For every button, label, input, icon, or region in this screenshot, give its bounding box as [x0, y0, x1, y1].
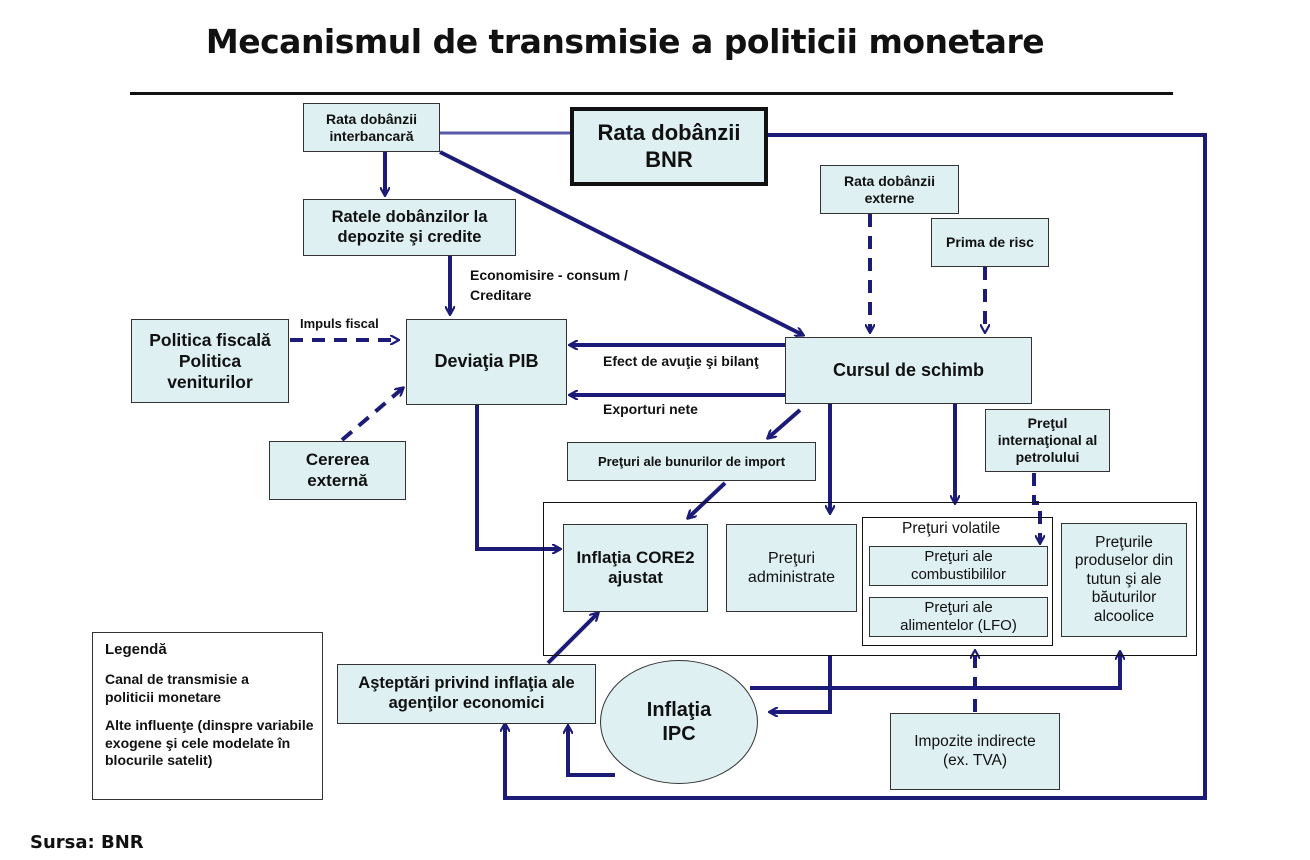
deposit-credit-rates-label: Ratele dobânzilor la depozite şi credite [331, 207, 488, 246]
cpi-inflation-label: Inflaţia IPC [646, 699, 712, 745]
label-savings-consumption: Economisire - consum / Creditare [470, 266, 660, 305]
arrow-interbank-to-exchange [439, 150, 803, 335]
core2-inflation-box: Inflaţia CORE2 ajustat [563, 524, 708, 612]
arrow-oil-to-fuel [1032, 473, 1040, 543]
fuel-prices-label: Preţuri ale combustibililor [910, 548, 1007, 583]
arrow-expectations-to-core2 [546, 613, 598, 665]
source-note: Sursa: BNR [30, 832, 144, 853]
exchange-rate-label: Cursul de schimb [832, 359, 985, 380]
inflation-expectations-box: Aşteptări privind inflaţia ale agenţilor… [337, 664, 596, 724]
core2-inflation-label: Inflaţia CORE2 ajustat [576, 547, 695, 587]
diagram-title: Mecanismul de transmisie a politicii mon… [205, 22, 1045, 61]
oil-price-label: Preţul internaţional al petrolului [997, 415, 1098, 465]
arrow-demand-to-gdp [340, 388, 403, 442]
savings-consumption-text: Economisire - consum / Creditare [470, 267, 628, 303]
arrow-import-to-core2 [688, 481, 727, 518]
legend-title: Legendă [105, 641, 167, 658]
legend-other-influences: Alte influenţe (dinspre variabile exogen… [105, 717, 314, 768]
food-prices-box: Preţuri ale alimentelor (LFO) [869, 597, 1048, 637]
prices-frame [543, 502, 1197, 656]
foreign-demand-box: Cererea externă [269, 441, 406, 500]
arrow-cpi-to-tobacco [750, 652, 1120, 690]
cpi-inflation-ellipse: Inflaţia IPC [600, 660, 758, 784]
volatile-prices-title: Preţuri volatile [902, 520, 1001, 537]
deposit-credit-rates-box: Ratele dobânzilor la depozite şi credite [303, 199, 516, 256]
label-fiscal-impulse: Impuls fiscal [300, 316, 379, 331]
interbank-rate-label: Rata dobânzii interbancară [325, 110, 417, 144]
interbank-rate-box: Rata dobânzii interbancară [303, 103, 440, 152]
fiscal-policy-label: Politica fiscală Politica veniturilor [149, 329, 271, 392]
title-divider [130, 92, 1173, 95]
exchange-rate-box: Cursul de schimb [785, 337, 1032, 404]
oil-price-box: Preţul internaţional al petrolului [985, 409, 1110, 472]
fuel-prices-box: Preţuri ale combustibililor [869, 546, 1048, 586]
foreign-demand-label: Cererea externă [305, 450, 370, 490]
external-rate-label: Rata dobânzii externe [843, 172, 935, 206]
label-wealth-effect: Efect de avuţie şi bilanţ [603, 353, 759, 369]
arrow-gdp-to-core2 [475, 405, 560, 549]
tobacco-alcohol-label: Preţurile produselor din tutun şi ale bă… [1074, 533, 1174, 625]
arrow-cpi-to-expectations [568, 726, 615, 777]
risk-premium-label: Prima de risc [946, 234, 1034, 251]
import-prices-label: Preţuri ale bunurilor de import [597, 453, 786, 469]
inflation-expectations-label: Aşteptări privind inflaţia ale agenţilor… [358, 674, 575, 712]
bnr-rate-box: Rata dobânzii BNR [570, 107, 768, 186]
administered-prices-box: Preţuri administrate [726, 524, 857, 612]
food-prices-label: Preţuri ale alimentelor (LFO) [900, 599, 1017, 634]
gdp-gap-box: Deviaţia PIB [406, 319, 567, 405]
tobacco-alcohol-box: Preţurile produselor din tutun şi ale bă… [1061, 523, 1187, 637]
arrow-prices-to-cpi [770, 656, 832, 712]
bnr-rate-label: Rata dobânzii BNR [597, 120, 741, 172]
arrow-bnr-to-expectations [505, 133, 1207, 800]
gdp-gap-label: Deviaţia PIB [434, 351, 539, 372]
administered-prices-label: Preţuri administrate [747, 549, 836, 586]
import-prices-box: Preţuri ale bunurilor de import [567, 442, 816, 481]
risk-premium-box: Prima de risc [931, 218, 1049, 267]
label-net-exports: Exporturi nete [603, 401, 698, 417]
arrow-exchange-to-import [768, 408, 802, 438]
indirect-taxes-label: Impozite indirecte (ex. TVA) [914, 732, 1036, 769]
legend-transmission-channel: Canal de transmisie a politicii monetare [105, 671, 249, 705]
legend-box: Legendă Canal de transmisie a politicii … [92, 632, 323, 800]
volatile-frame [862, 517, 1053, 646]
external-rate-box: Rata dobânzii externe [820, 165, 959, 214]
indirect-taxes-box: Impozite indirecte (ex. TVA) [890, 713, 1060, 790]
fiscal-policy-box: Politica fiscală Politica veniturilor [131, 319, 289, 403]
